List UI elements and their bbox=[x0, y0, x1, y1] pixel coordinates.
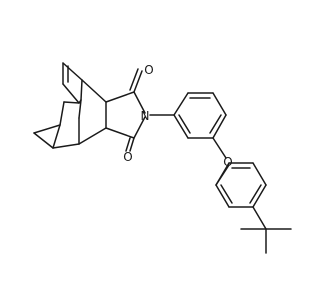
tert-butylphenyl-ring bbox=[215, 162, 267, 208]
bond bbox=[105, 91, 135, 103]
bond bbox=[63, 101, 80, 104]
molecule-structure: O O N O bbox=[33, 62, 292, 254]
bond bbox=[173, 114, 189, 139]
imide-nitrogen: N bbox=[141, 109, 150, 123]
bond bbox=[129, 68, 139, 91]
imide-ring bbox=[105, 68, 146, 152]
structure-canvas: O O N O bbox=[33, 62, 292, 254]
carbonyl-oxygen-bottom: O bbox=[123, 150, 132, 164]
bond bbox=[33, 124, 61, 134]
tert-butyl-group bbox=[240, 206, 292, 254]
bond bbox=[62, 83, 80, 104]
bond bbox=[78, 127, 107, 145]
bond bbox=[62, 62, 83, 81]
bond bbox=[52, 143, 80, 149]
phenylene-ring bbox=[149, 92, 227, 139]
bond bbox=[52, 124, 61, 149]
bond bbox=[215, 162, 230, 186]
bond bbox=[249, 184, 262, 204]
bond bbox=[212, 92, 227, 116]
ether-oxygen: O bbox=[223, 155, 232, 169]
bond bbox=[129, 137, 135, 152]
bond bbox=[215, 184, 230, 208]
bond bbox=[209, 114, 222, 134]
bond bbox=[212, 137, 227, 159]
bond bbox=[252, 162, 267, 186]
carbonyl-oxygen-top: O bbox=[144, 63, 153, 77]
bond bbox=[212, 114, 227, 139]
bond bbox=[81, 79, 107, 103]
bond bbox=[33, 132, 54, 149]
bond bbox=[125, 137, 131, 152]
bond bbox=[78, 99, 82, 119]
bond bbox=[133, 91, 146, 114]
bicyclic-cage bbox=[33, 62, 107, 149]
bond bbox=[252, 184, 267, 208]
bond bbox=[252, 206, 267, 230]
bond bbox=[80, 79, 83, 101]
bond bbox=[59, 101, 65, 126]
bond bbox=[173, 92, 189, 116]
bond bbox=[133, 116, 146, 139]
bond bbox=[105, 127, 135, 139]
bond bbox=[178, 114, 191, 134]
bond bbox=[133, 70, 143, 93]
bond bbox=[220, 184, 233, 204]
